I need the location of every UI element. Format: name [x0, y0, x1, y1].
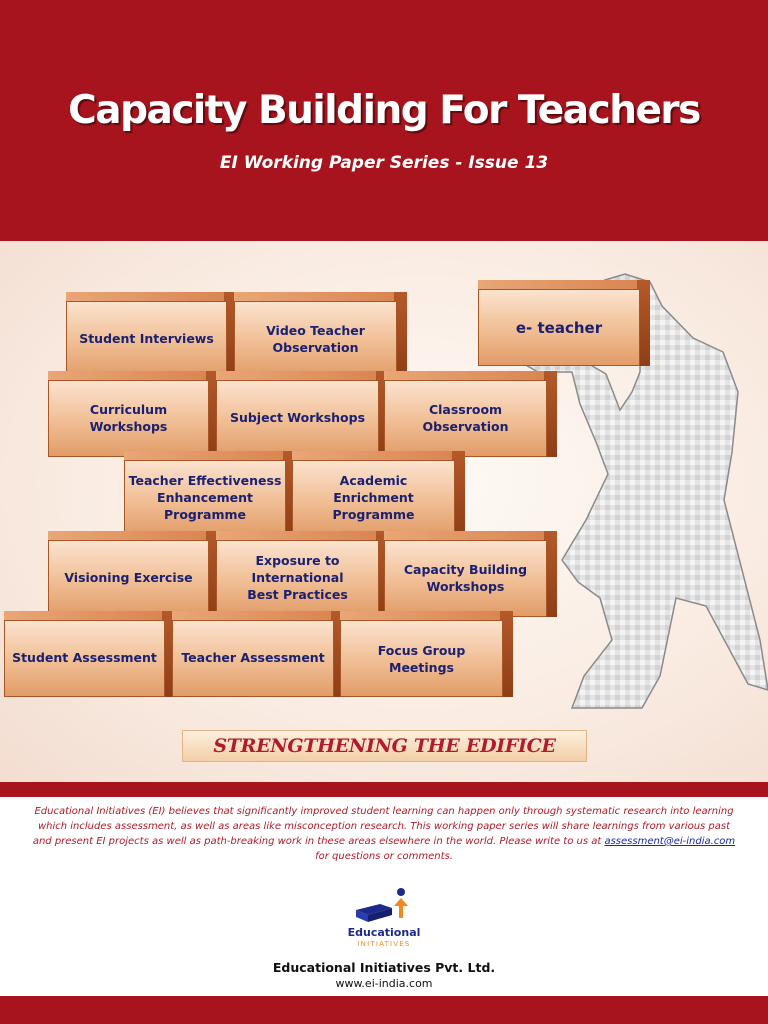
contact-email-link[interactable]: assessment@ei-india.com	[604, 836, 736, 847]
brick-video-teacher-observation: Video Teacher Observation	[234, 292, 407, 378]
brick-side	[637, 280, 650, 366]
brick-label: Academic Enrichment Programme	[292, 460, 455, 537]
brick-teacher-assessment: Teacher Assessment	[172, 611, 344, 697]
header-banner: Capacity Building For Teachers EI Workin…	[0, 0, 768, 241]
brick-side	[500, 611, 513, 697]
red-divider-top	[0, 782, 768, 797]
brick-e-teacher: e- teacher	[478, 280, 650, 366]
brick-side	[162, 611, 175, 697]
book-and-person-logo-icon	[356, 888, 408, 922]
brick-top	[4, 611, 175, 622]
description-body: Educational Initiatives (EI) believes th…	[32, 806, 734, 847]
brick-side	[394, 292, 407, 378]
logo-tagline: INITIATIVES	[357, 940, 411, 948]
red-divider-bottom	[0, 996, 768, 1024]
brick-label: Visioning Exercise	[48, 540, 209, 617]
brick-side	[544, 531, 557, 617]
brick-exposure-international: Exposure to International Best Practices	[216, 531, 389, 617]
brick-subject-workshops: Subject Workshops	[216, 371, 389, 457]
brick-top	[340, 611, 513, 622]
brick-side	[224, 292, 237, 378]
brick-label: Exposure to International Best Practices	[216, 540, 379, 617]
brick-academic-enrichment: Academic Enrichment Programme	[292, 451, 465, 537]
page-title: Capacity Building For Teachers	[68, 88, 701, 133]
brick-top	[384, 371, 557, 382]
brick-label: Teacher Assessment	[172, 620, 334, 697]
description-text: Educational Initiatives (EI) believes th…	[28, 804, 740, 864]
brick-label: Focus Group Meetings	[340, 620, 503, 697]
brick-top	[234, 292, 407, 303]
brick-label: Teacher Effectiveness Enhancement Progra…	[124, 460, 286, 537]
slogan-banner: STRENGTHENING THE EDIFICE	[182, 730, 587, 762]
brick-student-assessment: Student Assessment	[4, 611, 175, 697]
brick-curriculum-workshops: Curriculum Workshops	[48, 371, 219, 457]
brick-top	[48, 531, 219, 542]
brick-side	[544, 371, 557, 457]
brick-label: Student Assessment	[4, 620, 165, 697]
brick-side	[206, 531, 219, 617]
brick-top	[66, 292, 237, 303]
brick-label: Subject Workshops	[216, 380, 379, 457]
brick-classroom-observation: Classroom Observation	[384, 371, 557, 457]
brick-top	[48, 371, 219, 382]
description-suffix: for questions or comments.	[315, 851, 453, 862]
brick-label: Classroom Observation	[384, 380, 547, 457]
brick-top	[124, 451, 296, 462]
website-link[interactable]: www.ei-india.com	[335, 977, 433, 990]
brick-label: Video Teacher Observation	[234, 301, 397, 378]
brick-side	[206, 371, 219, 457]
brick-capacity-building-workshops: Capacity Building Workshops	[384, 531, 557, 617]
brick-visioning-exercise: Visioning Exercise	[48, 531, 219, 617]
brick-top	[384, 531, 557, 542]
brick-side	[452, 451, 465, 537]
company-name: Educational Initiatives Pvt. Ltd.	[272, 960, 496, 975]
brick-label: Curriculum Workshops	[48, 380, 209, 457]
brick-focus-group-meetings: Focus Group Meetings	[340, 611, 513, 697]
brick-label: Capacity Building Workshops	[384, 540, 547, 617]
brick-top	[172, 611, 344, 622]
page-subtitle: EI Working Paper Series - Issue 13	[219, 153, 549, 173]
brick-top	[216, 531, 389, 542]
brick-top	[478, 280, 650, 291]
brick-top	[216, 371, 389, 382]
brick-label: Student Interviews	[66, 301, 227, 378]
brick-label: e- teacher	[478, 289, 640, 366]
brick-teacher-effectiveness: Teacher Effectiveness Enhancement Progra…	[124, 451, 296, 537]
brick-student-interviews: Student Interviews	[66, 292, 237, 378]
brick-top	[292, 451, 465, 462]
logo-name: Educational	[347, 926, 421, 939]
